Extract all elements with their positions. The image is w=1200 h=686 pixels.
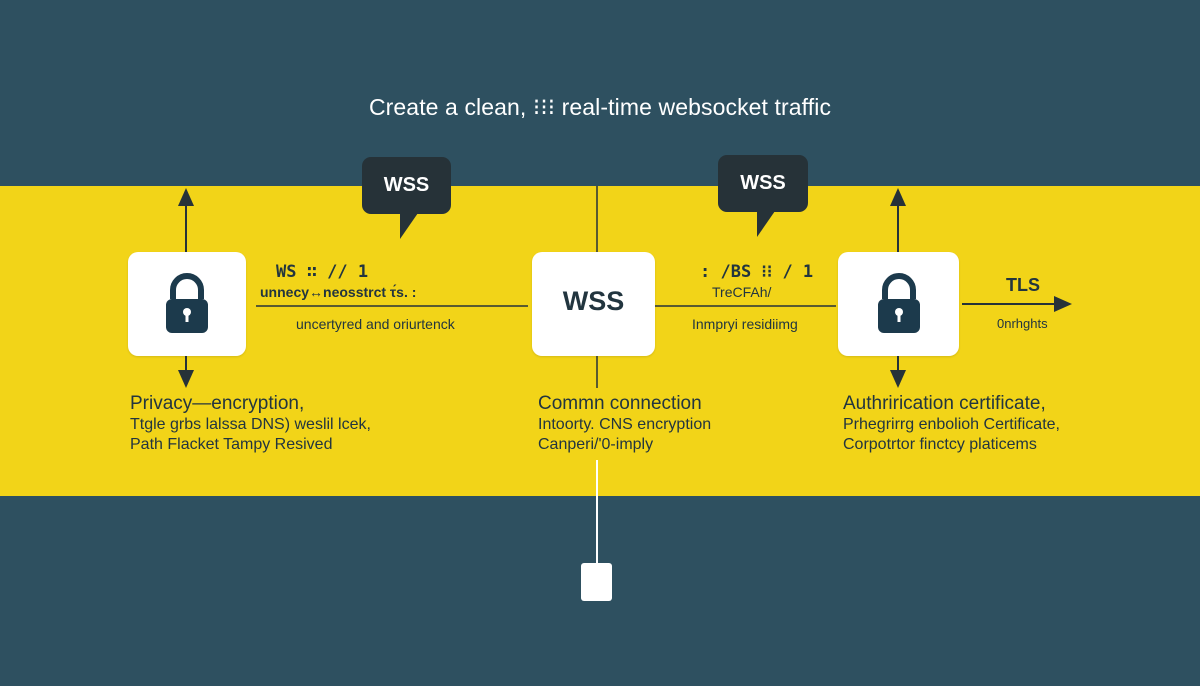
right-link-mid-label: TreCFAh/ [712, 284, 772, 300]
column-right-line2: Corpotrtor finctcy platicems [843, 436, 1037, 453]
wss-server-box: WSS [532, 252, 655, 356]
lock-icon [166, 273, 208, 333]
endpoint-node [581, 563, 612, 601]
bubble-tail [757, 211, 775, 237]
left-link-mid-label: unnecy↔neosstrct τ́s. : [260, 284, 417, 300]
wss-bubble-right-label: WSS [740, 172, 786, 194]
column-left-line1: Ttgle grbs lalssa DNS) weslil lcek, [130, 416, 371, 433]
right-link-bottom-label: Inmpryi residiimg [692, 316, 798, 332]
server-lock-box [838, 252, 959, 356]
column-right-line1: Prhegrirrg enbolioh Certificate, [843, 416, 1060, 433]
column-right-heading: Authrirication certificate, [843, 393, 1046, 414]
bubble-tail [400, 213, 418, 239]
column-center-line1: Intoorty. CNS encryption [538, 416, 712, 433]
tls-caption: 0nrhghts [997, 316, 1048, 331]
column-left-heading: Privacy—encryption, [130, 393, 305, 414]
column-center-line2: Canperi/'0-imply [538, 436, 654, 453]
left-link-top-label: WS ∷ // 1 [276, 262, 369, 282]
left-link-bottom-label: uncertyred and oriurtenck [296, 316, 455, 332]
diagram-title: Create a clean, ⁝⁝⁝ real-time websocket … [368, 94, 832, 120]
wss-bubble-right: WSS [718, 155, 808, 237]
client-lock-box [128, 252, 246, 356]
lock-icon [877, 273, 920, 333]
column-left-line2: Path Flacket Tampy Resived [130, 436, 333, 453]
right-link-top-label: : /BS ⁝⁝ / 1 [700, 262, 814, 282]
wss-box-label: WSS [562, 286, 625, 316]
column-center-heading: Commn connection [538, 393, 702, 414]
wss-bubble-left-label: WSS [383, 174, 430, 196]
wss-bubble-left: WSS [362, 157, 451, 239]
tls-label: TLS [1006, 275, 1040, 295]
